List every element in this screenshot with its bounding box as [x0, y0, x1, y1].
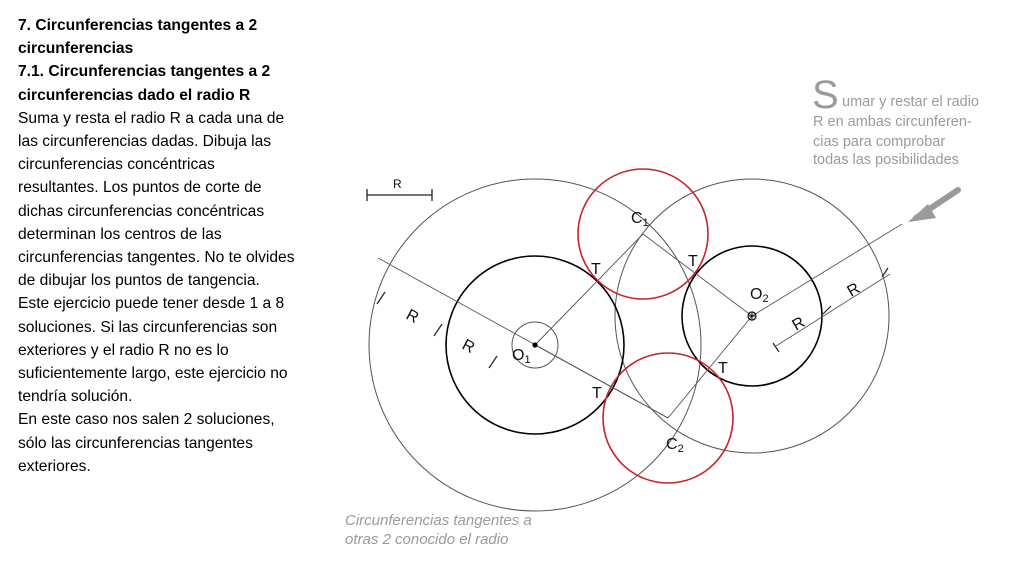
center-o2 [747, 311, 757, 321]
radius-label-4: R [845, 280, 864, 301]
note-line-4: todas las posibilidades [813, 152, 959, 168]
note-line-2: R en ambas circunferen- [813, 114, 972, 130]
paragraph-this-case: En este caso nos salen 2 soluciones, sól… [18, 411, 275, 475]
tangent-label-2: T [688, 253, 698, 270]
construction-lines [377, 223, 903, 419]
caption-line-2: otras 2 conocido el radio [345, 531, 508, 548]
construction-circle-o2-outer [614, 178, 890, 454]
note-line-3: cias para comprobar [813, 134, 945, 150]
center-o1 [532, 342, 538, 348]
construction-circle-o1-outer [368, 178, 702, 512]
radius-reference-label: R [393, 177, 402, 191]
tangent-label-3: T [592, 385, 602, 402]
solution-circle-c1 [577, 168, 709, 300]
radius-label-2: R [459, 337, 477, 357]
paragraph-solutions: Este ejercicio puede tener desde 1 a 8 s… [18, 295, 288, 406]
radius-reference: R [366, 177, 433, 201]
note-line-1: umar y restar el radio [842, 94, 979, 110]
radius-label-1: R [403, 307, 421, 327]
construction-circle-o1-inner [511, 321, 559, 369]
solution-circle-c2 [602, 352, 734, 484]
given-circle-o1 [445, 255, 625, 435]
caption-line-1: Circunferencias tangentes a [345, 512, 532, 529]
section-title: 7. Circunferencias tangentes a 2 circunf… [18, 17, 258, 58]
explanation-text: 7. Circunferencias tangentes a 2 circunf… [18, 14, 296, 478]
label-o1: O1 [512, 347, 531, 366]
label-o2: O2 [750, 286, 769, 305]
geometry-figure: S umar y restar el radio R en ambas circ… [345, 73, 979, 548]
label-c2: C2 [666, 436, 684, 455]
tangent-label-4: T [718, 360, 728, 377]
given-circle-o2 [681, 245, 823, 387]
measure-ticks [376, 267, 889, 369]
radius-label-3: R [790, 314, 809, 335]
label-c1: C1 [631, 210, 649, 229]
tangent-label-1: T [591, 261, 601, 278]
note-initial: S [812, 73, 839, 117]
section-subtitle: 7.1. Circunferencias tangentes a 2 circu… [18, 63, 271, 104]
paragraph-instructions: Suma y resta el radio R a cada una de la… [18, 109, 295, 290]
pointer-arrow-icon [908, 187, 961, 222]
